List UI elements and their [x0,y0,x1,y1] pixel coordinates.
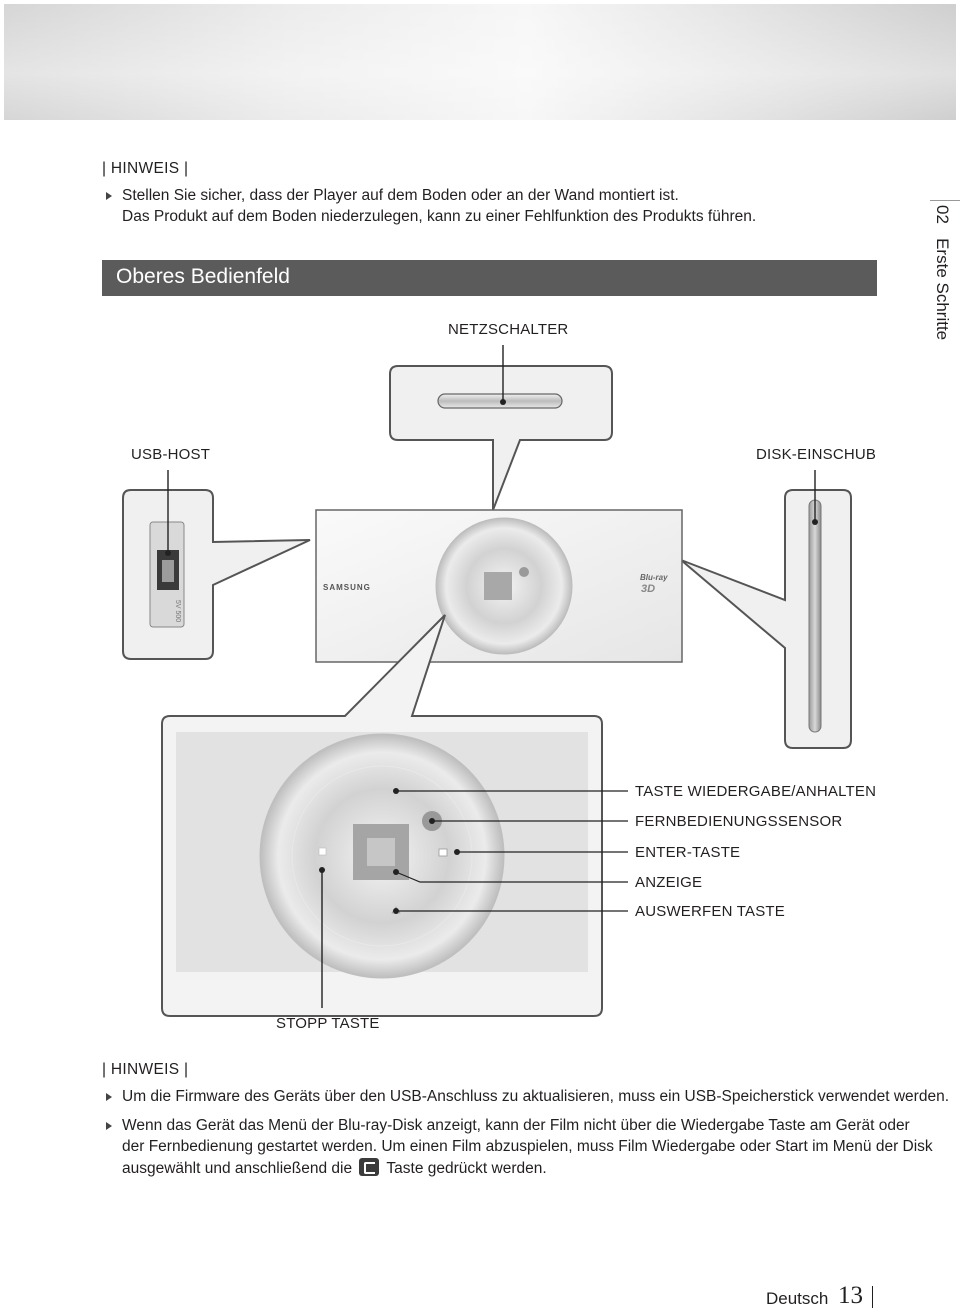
power-callout-box [389,365,613,511]
enter-button-icon [438,848,448,857]
label-remote-sensor: FERNBEDIENUNGSSENSOR [635,813,843,830]
bullet-arrow-icon [106,1122,112,1130]
disc-slot [808,499,822,733]
footer-divider [872,1286,873,1308]
power-switch [437,393,563,409]
note-title: | HINWEIS | [102,160,189,177]
footer-language: Deutsch [766,1289,829,1308]
bluray-3d-logo: 3D [641,583,655,595]
stop-button-icon [318,847,327,856]
header-banner [4,4,956,120]
note-title: | HINWEIS | [102,1061,189,1078]
note-text-part: Taste gedrückt werden. [386,1160,547,1177]
page-number: 13 [838,1282,863,1309]
section-header-bar [102,260,877,296]
brand-logo: SAMSUNG [323,583,371,592]
enter-key-icon [359,1158,380,1176]
bullet-arrow-icon [106,1093,112,1101]
label-display: ANZEIGE [635,874,703,891]
label-stop: STOPP TASTE [276,1015,380,1032]
note-text: Stellen Sie sicher, dass der Player auf … [122,187,679,204]
note-text: der Fernbedienung gestartet werden. Um e… [122,1138,933,1155]
section-title: Oberes Bedienfeld [116,265,290,288]
label-usb-host: USB-HOST [131,446,211,463]
label-power-switch: NETZSCHALTER [448,321,569,338]
disc-slot-callout-box [680,489,852,749]
note-text: Wenn das Gerät das Menü der Blu-ray-Disk… [122,1117,910,1134]
label-enter: ENTER-TASTE [635,844,741,861]
bullet-arrow-icon [106,192,112,200]
note-text: Um die Firmware des Geräts über den USB-… [122,1088,950,1105]
note-text: Das Produkt auf dem Boden niederzulegen,… [122,208,757,225]
label-eject: AUSWERFEN TASTE [635,903,785,920]
label-play-pause: TASTE WIEDERGABE/ANHALTEN [635,783,877,800]
note-text: ausgewählt und anschließend die Taste ge… [122,1158,547,1179]
usb-rating-text: 5V 500 [174,600,181,622]
bluray-logo: Blu-ray [640,573,668,582]
label-disc-slot: DISK-EINSCHUB [756,446,877,463]
chapter-tab-rule [930,200,960,201]
note-text-part: ausgewählt und anschließend die [122,1160,353,1177]
